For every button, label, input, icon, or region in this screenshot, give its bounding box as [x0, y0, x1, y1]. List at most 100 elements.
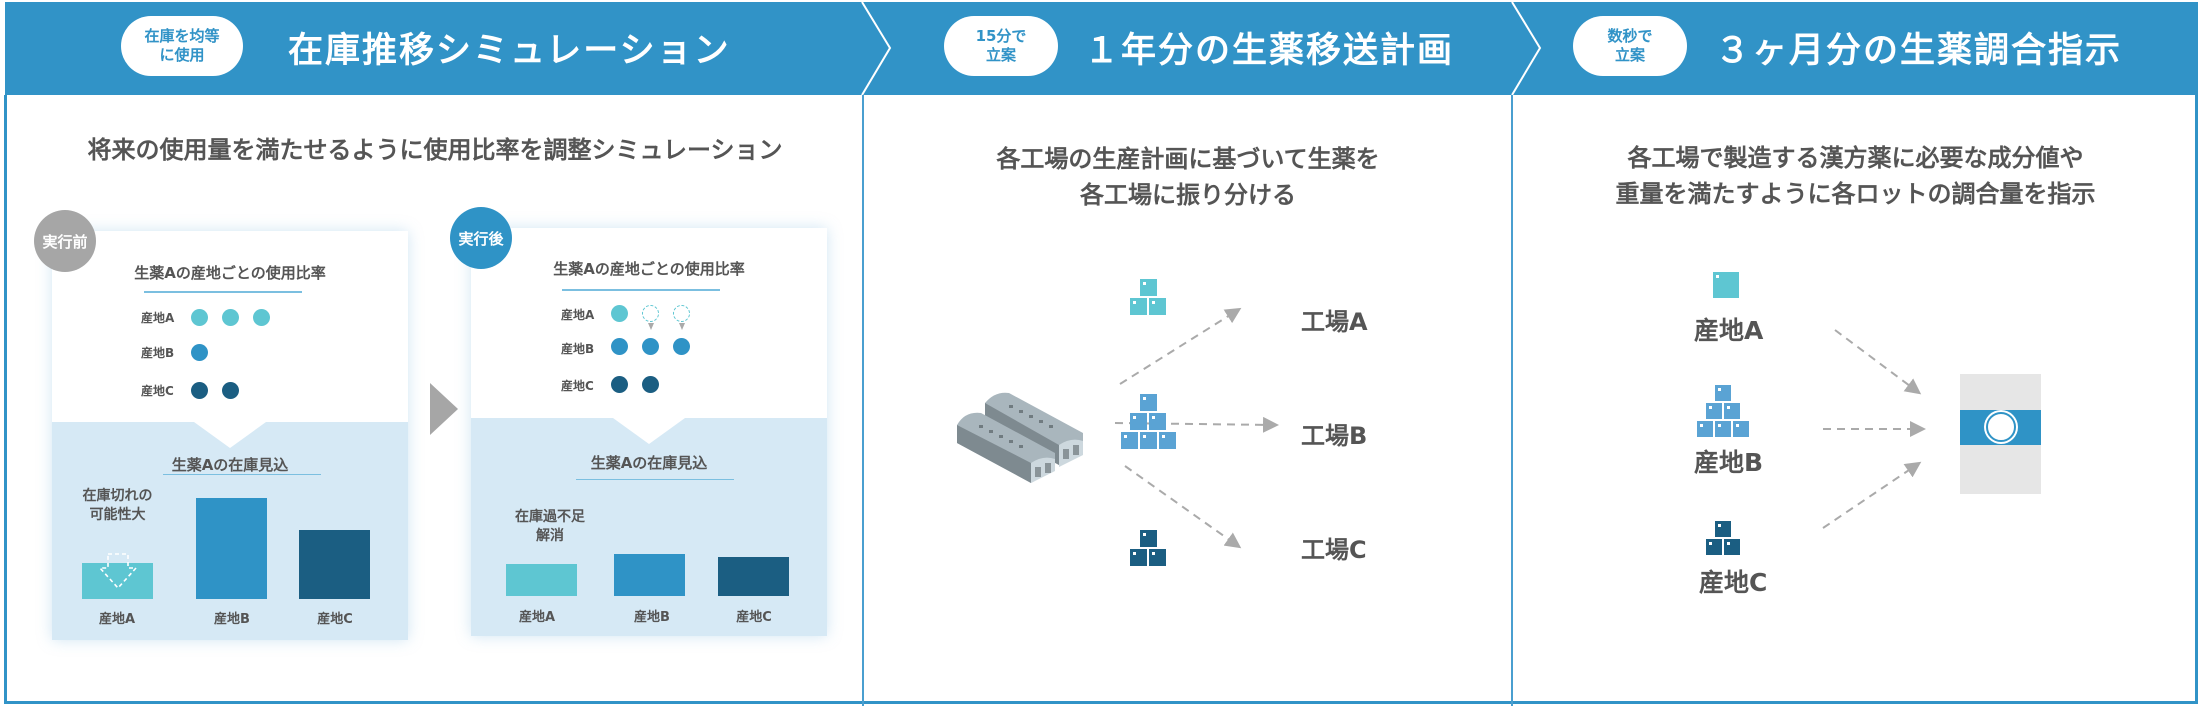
header-background	[5, 2, 2198, 95]
before-ratio-underline	[144, 291, 302, 293]
after-card	[471, 228, 827, 636]
box-stack-b-icon	[1120, 432, 1138, 449]
ratio-dot-moved	[673, 305, 690, 322]
after-row-label-a: 産地A	[561, 308, 595, 322]
arrow-before-to-after	[430, 383, 458, 435]
ratio-dot	[642, 376, 659, 393]
origin-b-box-icon	[1724, 403, 1740, 419]
section-2-title: １年分の生薬移送計画	[1084, 31, 1455, 71]
blend-container-circle-icon	[1986, 412, 2016, 442]
arrow-to-factory-a	[1119, 307, 1242, 385]
section-1-pill: 在庫を均等 に使用	[121, 16, 243, 76]
box-stack-c-icon	[1130, 549, 1147, 566]
section-3-title: ３ヶ月分の生薬調合指示	[1715, 31, 2123, 71]
stock-bar	[299, 530, 370, 599]
after-stock-underline	[576, 479, 734, 480]
ratio-dot	[222, 382, 239, 399]
origin-b-box-icon	[1715, 421, 1731, 437]
section-divider-2	[1511, 95, 1513, 706]
ratio-dot-moved	[642, 305, 659, 322]
ratio-dot	[191, 382, 208, 399]
content-frame	[4, 95, 2198, 704]
before-row-label-c: 産地C	[141, 384, 174, 398]
before-bar-label-a: 産地A	[98, 612, 136, 627]
after-ratio-title: 生薬Aの産地ごとの使用比率	[553, 260, 745, 278]
section-3-subtitle: 各工場で製造する漢方薬に必要な成分値や 重量を満たすように各ロットの調合量を指示	[1615, 144, 2096, 208]
stock-bar	[196, 498, 267, 599]
ratio-dot	[611, 305, 628, 322]
box-stack-b-icon	[1139, 394, 1157, 411]
ratio-dot	[191, 344, 208, 361]
after-note: 在庫過不足 解消	[515, 509, 585, 544]
box-stack-b-icon	[1158, 432, 1176, 449]
after-bar-label-a: 産地A	[518, 610, 556, 625]
stock-bar	[82, 563, 153, 599]
before-card-notch	[194, 422, 266, 448]
after-stock-title: 生薬Aの在庫見込	[590, 454, 708, 472]
before-stock-title: 生薬Aの在庫見込	[171, 456, 289, 474]
blend-container-icon	[1960, 374, 2041, 494]
after-bar-label-b: 産地B	[634, 610, 670, 625]
after-row-label-b: 産地B	[561, 342, 595, 356]
ratio-dot	[222, 309, 239, 326]
warehouse-icon	[957, 392, 1083, 483]
origin-c-box-icon	[1715, 521, 1731, 537]
before-row-label-b: 産地B	[141, 346, 175, 360]
section-2-subtitle: 各工場の生産計画に基づいて生薬を 各工場に振り分ける	[996, 145, 1380, 209]
after-bar-label-c: 産地C	[736, 610, 772, 625]
stock-bar	[718, 557, 789, 596]
box-stack-a-icon	[1130, 298, 1147, 315]
section-1-subtitle: 将来の使用量を満たせるように使用比率を調整シミュレーション	[87, 136, 783, 164]
before-bar-label-b: 産地B	[214, 612, 250, 627]
move-down-arrow-icon	[679, 323, 685, 330]
origin-b-box-icon	[1733, 421, 1749, 437]
after-card-stock-area	[471, 418, 827, 636]
ratio-dot	[642, 338, 659, 355]
origin-b-box-icon	[1697, 421, 1713, 437]
ratio-dot	[673, 338, 690, 355]
origin-b-box-icon	[1706, 403, 1722, 419]
box-stack-b-icon	[1149, 413, 1166, 430]
after-row-label-c: 産地C	[561, 379, 594, 393]
box-stack-c-icon	[1149, 549, 1166, 566]
after-card-notch	[613, 418, 685, 444]
after-ratio-underline	[562, 289, 720, 291]
before-stock-underline	[163, 474, 321, 475]
ratio-dot	[253, 309, 270, 326]
before-badge: 実行前	[34, 210, 96, 272]
box-stack-a-icon	[1149, 298, 1166, 315]
ratio-dot	[611, 338, 628, 355]
move-down-arrow-icon	[648, 323, 654, 330]
box-stack-b-icon	[1130, 413, 1147, 430]
before-ratio-title: 生薬Aの産地ごとの使用比率	[134, 264, 326, 282]
factory-label-c: 工場C	[1301, 536, 1367, 564]
origin-c-box-icon	[1724, 539, 1740, 555]
arrow-to-factory-c	[1124, 465, 1242, 549]
before-row-label-a: 産地A	[141, 311, 175, 325]
section-3-pill: 数秒で 立案	[1573, 16, 1687, 76]
origin-a-box-icon	[1713, 272, 1739, 298]
arrow-from-origin-a	[1834, 329, 1922, 395]
stock-bar	[614, 554, 685, 596]
section-divider-1	[862, 95, 864, 706]
origin-label-b: 産地B	[1694, 448, 1764, 477]
factory-label-b: 工場B	[1301, 422, 1368, 450]
shortage-down-arrow-icon	[98, 553, 138, 590]
before-note: 在庫切れの 可能性大	[82, 488, 153, 523]
ratio-dot	[191, 309, 208, 326]
origin-label-c: 産地C	[1699, 568, 1768, 597]
box-stack-b-icon	[1139, 432, 1157, 449]
chevron-divider-2	[1511, 1, 1542, 96]
arrow-from-origin-c	[1822, 461, 1922, 529]
before-bar-label-c: 産地C	[317, 612, 353, 627]
factory-label-a: 工場A	[1301, 308, 1368, 336]
header-band	[5, 1, 2198, 96]
box-stack-c-icon	[1139, 530, 1157, 547]
transport-arrows	[1114, 307, 1279, 549]
origin-label-a: 産地A	[1694, 316, 1764, 345]
section-1-title: 在庫推移シミュレーション	[288, 31, 731, 71]
box-stack-a-icon	[1139, 279, 1157, 296]
stock-bar	[506, 564, 577, 596]
arrow-to-factory-b	[1114, 416, 1279, 433]
ratio-dot	[611, 376, 628, 393]
